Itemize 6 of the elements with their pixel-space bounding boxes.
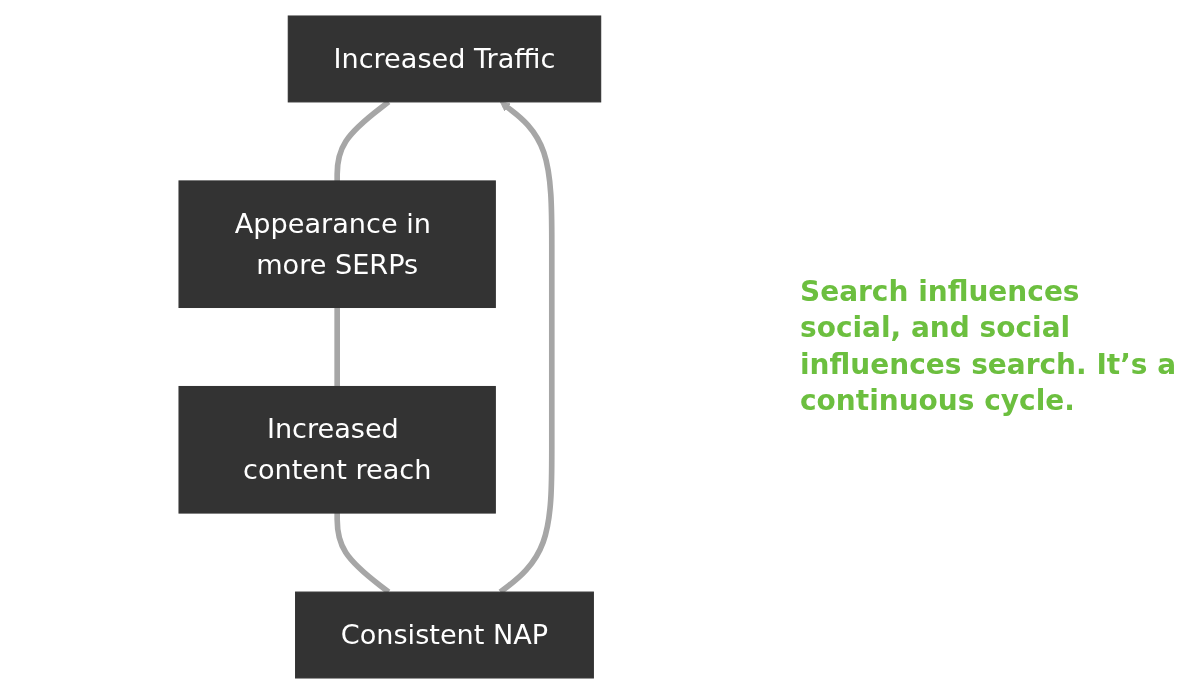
- node-box: Increased Traffic: [287, 14, 602, 102]
- note-text: Search influences social, and social influences search. It’s a continuous cycle.: [800, 273, 1178, 419]
- node-box: Consistent NAP: [295, 591, 595, 678]
- node-box: Appearance in more SERPs: [178, 179, 496, 308]
- connector: [334, 306, 341, 387]
- node-box: Increased content reach: [178, 385, 496, 514]
